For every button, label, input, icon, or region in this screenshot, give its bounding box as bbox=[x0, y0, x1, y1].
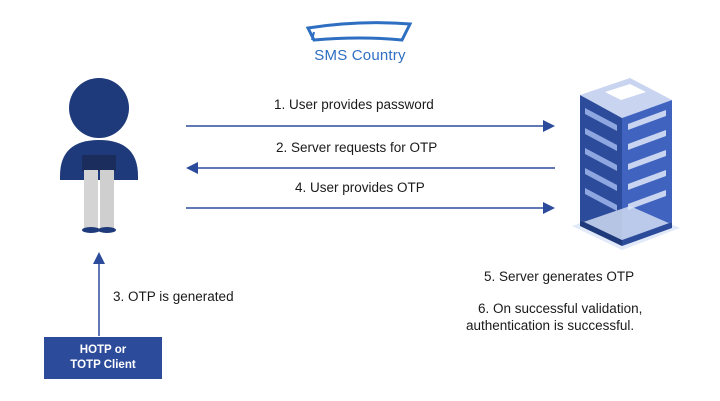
step4-label: 4. User provides OTP bbox=[295, 180, 425, 195]
step3-label: 3. OTP is generated bbox=[113, 289, 234, 304]
arrow-step1 bbox=[186, 120, 555, 132]
client-line1: HOTP or bbox=[79, 344, 127, 356]
step6-label-line1: 6. On successful validation, bbox=[478, 301, 643, 316]
otp-client-box: HOTP or TOTP Client bbox=[44, 337, 162, 379]
arrow-step2 bbox=[186, 162, 555, 174]
logo-text: SMS Country bbox=[314, 47, 406, 64]
step6-label-line2: authentication is successful. bbox=[466, 318, 635, 333]
arrow-step3 bbox=[93, 252, 105, 336]
step5-label: 5. Server generates OTP bbox=[484, 269, 635, 284]
step2-label: 2. Server requests for OTP bbox=[276, 140, 438, 155]
arrow-step4 bbox=[186, 202, 555, 214]
server-icon bbox=[572, 78, 680, 250]
step1-label: 1. User provides password bbox=[274, 97, 434, 112]
logo-swoosh-icon bbox=[305, 21, 413, 42]
user-icon bbox=[60, 78, 138, 233]
client-line2: TOTP Client bbox=[70, 359, 136, 371]
